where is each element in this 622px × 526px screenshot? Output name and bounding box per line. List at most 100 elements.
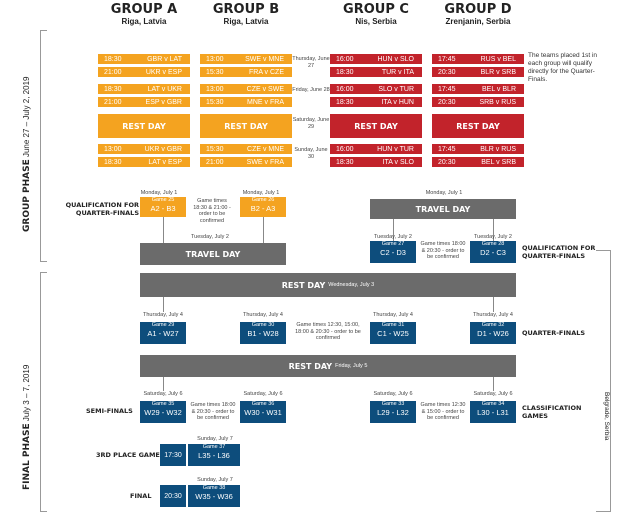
qual-date-right: Monday, July 1 bbox=[425, 190, 463, 196]
day-label-2: Friday, June 28 bbox=[292, 87, 330, 93]
qual-times-left: Game times 18:30 & 21:00 - order to be c… bbox=[193, 198, 231, 224]
sf-date-3: Saturday, July 6 bbox=[373, 391, 413, 397]
rest-day-1-bar: REST DAY Wednesday, July 3 bbox=[140, 273, 516, 297]
classification-label: CLASSIFICATION GAMES bbox=[522, 404, 582, 420]
day-label-3: Saturday, June 29 bbox=[292, 117, 330, 130]
group-b-title: GROUP B bbox=[212, 2, 280, 17]
sf-date-1: Saturday, July 6 bbox=[143, 391, 183, 397]
sf-date-4: Saturday, July 6 bbox=[473, 391, 513, 397]
connector-line bbox=[493, 297, 494, 312]
qual-times-right: Game times 18:00 & 20:30 - order to be c… bbox=[420, 241, 466, 260]
qf-date-4: Thursday, July 4 bbox=[473, 312, 513, 318]
connector-line bbox=[493, 377, 494, 391]
group-c-venue: Nis, Serbia bbox=[355, 17, 397, 26]
group-a-venue: Riga, Latvia bbox=[121, 17, 167, 26]
qual-tue-right-1: Tuesday, July 2 bbox=[374, 234, 412, 240]
group-d-venue: Zrenjanin, Serbia bbox=[445, 17, 511, 26]
qf-label: QUARTER-FINALS bbox=[522, 329, 586, 337]
qf-date-3: Thursday, July 4 bbox=[373, 312, 413, 318]
group-a-header: GROUP A Riga, Latvia bbox=[98, 2, 190, 27]
group-c-rest-day: REST DAY bbox=[330, 114, 422, 138]
group-b-rest-day: REST DAY bbox=[200, 114, 292, 138]
sf-times-left: Game times 18:00 & 20:30 - order to be c… bbox=[190, 402, 236, 421]
final-label: FINAL bbox=[130, 492, 152, 500]
group-b-header: GROUP B Riga, Latvia bbox=[200, 2, 292, 27]
connector-line bbox=[263, 217, 264, 243]
final-time: 20:30 bbox=[160, 485, 186, 507]
group-phase-bracket bbox=[40, 30, 47, 262]
sf-date-2: Saturday, July 6 bbox=[243, 391, 283, 397]
rest-day-1-date: Wednesday, July 3 bbox=[328, 282, 375, 288]
group-phase-label: GROUP PHASE June 27 – July 2, 2019 bbox=[22, 76, 32, 232]
connector-line bbox=[493, 219, 494, 241]
qf-times: Game times 12:30, 15:00, 18:00 & 20:30 -… bbox=[295, 322, 361, 341]
connector-line bbox=[163, 217, 164, 243]
final-phase-label: FINAL PHASE July 3 – 7, 2019 bbox=[22, 364, 32, 490]
qf-date-1: Thursday, July 4 bbox=[143, 312, 183, 318]
qual-label-right: QUALIFICATION FOR QUARTER-FINALS bbox=[522, 244, 596, 260]
rest-day-2-bar: REST DAY Friday, July 5 bbox=[140, 355, 516, 377]
rest-day-1-label: REST DAY bbox=[281, 280, 326, 290]
group-c-header: GROUP C Nis, Serbia bbox=[330, 2, 422, 27]
qual-date-left-2: Monday, July 1 bbox=[242, 190, 280, 196]
third-label: 3RD PLACE GAME bbox=[96, 451, 160, 459]
qual-tue-left: Tuesday, July 2 bbox=[191, 234, 229, 240]
sf-label: SEMI-FINALS bbox=[86, 407, 133, 415]
qual-label-left: QUALIFICATION FOR QUARTER-FINALS bbox=[65, 201, 139, 217]
third-time: 17:30 bbox=[160, 444, 186, 466]
travel-day-left: TRAVEL DAY bbox=[140, 243, 286, 265]
group-b-venue: Riga, Latvia bbox=[223, 17, 269, 26]
qual-date-left-1: Monday, July 1 bbox=[140, 190, 178, 196]
connector-line bbox=[163, 297, 164, 312]
rest-day-2-date: Friday, July 5 bbox=[335, 363, 368, 369]
third-date: Sunday, July 7 bbox=[197, 436, 233, 442]
day-label-1: Thursday, June 27 bbox=[292, 56, 330, 69]
travel-day-right: TRAVEL DAY bbox=[370, 199, 516, 219]
final-phase-bracket bbox=[40, 272, 47, 512]
sf-times-right: Game times 12:30 & 15:00 - order to be c… bbox=[420, 402, 466, 421]
qualification-note: The teams placed 1st in each group will … bbox=[528, 52, 598, 83]
final-venue-label: Belgrade, Serbia bbox=[603, 392, 610, 441]
qual-tue-right-2: Tuesday, July 2 bbox=[474, 234, 512, 240]
qf-date-2: Thursday, July 4 bbox=[243, 312, 283, 318]
group-c-title: GROUP C bbox=[343, 2, 409, 17]
group-a-title: GROUP A bbox=[110, 2, 178, 17]
connector-line bbox=[393, 219, 394, 241]
day-label-4: Sunday, June 30 bbox=[294, 147, 328, 160]
